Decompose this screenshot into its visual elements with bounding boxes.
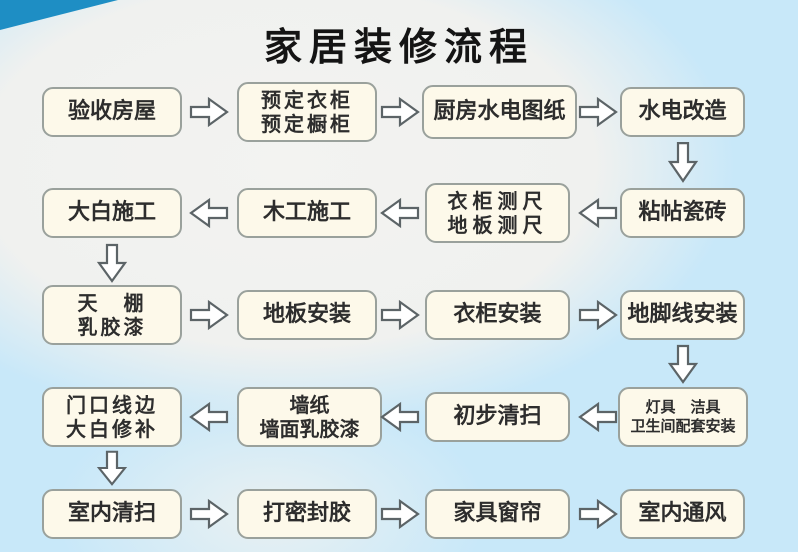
arrow-right-icon <box>189 299 229 331</box>
arrow-down-icon <box>96 450 128 486</box>
arrow-right-icon <box>380 299 420 331</box>
flow-step: 门口线边 大白修补 <box>42 387 182 447</box>
flow-step: 水电改造 <box>620 87 745 137</box>
flow-step: 室内通风 <box>620 489 745 539</box>
flow-step: 地脚线安装 <box>620 290 745 340</box>
arrow-right-icon <box>189 498 229 530</box>
arrow-down-icon <box>667 141 699 183</box>
arrow-right-icon <box>189 96 229 128</box>
flow-step: 地板安装 <box>237 290 377 340</box>
flow-step: 预定衣柜 预定橱柜 <box>237 82 377 142</box>
arrow-left-icon <box>578 197 618 229</box>
arrow-right-icon <box>380 96 420 128</box>
flow-step: 家具窗帘 <box>425 489 570 539</box>
arrow-down-icon <box>667 344 699 384</box>
flow-step: 天 棚 乳胶漆 <box>42 285 182 345</box>
arrow-right-icon <box>578 299 618 331</box>
arrow-right-icon <box>380 498 420 530</box>
arrow-down-icon <box>96 243 128 283</box>
arrow-right-icon <box>578 96 618 128</box>
arrow-left-icon <box>189 401 229 433</box>
flow-step: 验收房屋 <box>42 87 182 137</box>
arrow-left-icon <box>380 197 420 229</box>
arrow-right-icon <box>578 498 618 530</box>
flow-step: 打密封胶 <box>237 489 377 539</box>
flow-step: 衣柜测尺 地板测尺 <box>425 183 570 243</box>
flow-step: 衣柜安装 <box>425 290 570 340</box>
flow-step: 木工施工 <box>237 188 377 238</box>
flow-step: 灯具 洁具 卫生间配套安装 <box>618 387 748 447</box>
arrow-left-icon <box>578 401 618 433</box>
arrow-left-icon <box>380 401 420 433</box>
page-title: 家居装修流程 <box>263 25 534 69</box>
flow-step: 厨房水电图纸 <box>422 85 577 139</box>
flow-step: 粘帖瓷砖 <box>620 188 745 238</box>
flow-step: 大白施工 <box>42 188 182 238</box>
flow-step: 室内清扫 <box>42 489 182 539</box>
arrow-left-icon <box>189 197 229 229</box>
flow-step: 初步清扫 <box>425 392 570 442</box>
flow-step: 墙纸 墙面乳胶漆 <box>237 387 382 447</box>
